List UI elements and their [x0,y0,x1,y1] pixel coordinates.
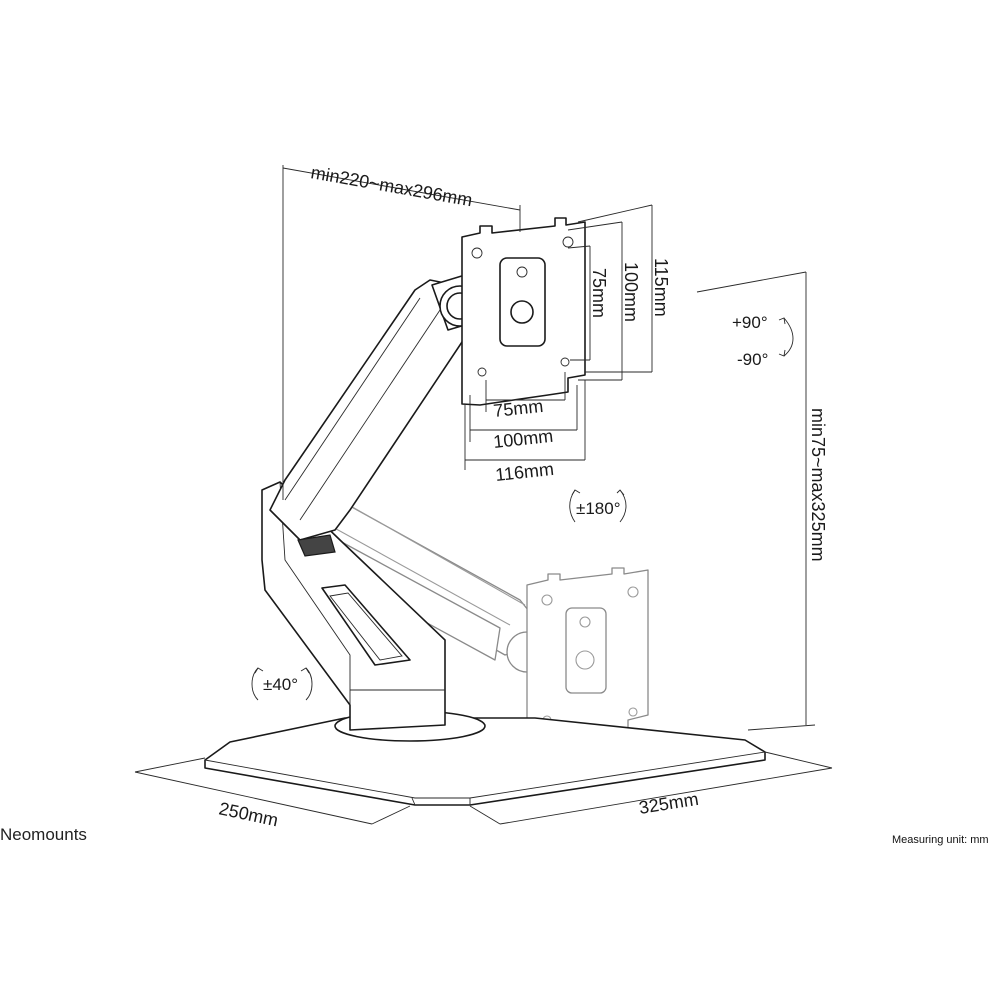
rotation-indicators [251,317,794,701]
vesa-vertical-100-label: 100mm [621,262,641,322]
vesa-horizontal-75-label: 75mm [492,396,544,421]
vesa-mounting-plate [461,217,586,406]
base-swivel-label: ±40° [263,675,298,694]
dimension-lines [134,165,833,825]
tilt-down-label: -90° [737,350,768,369]
height-range-label: min75~max325mm [808,408,828,562]
tilt-up-label: +90° [732,313,768,332]
swivel-label: ±180° [576,499,621,518]
plate-height-label: 115mm [651,258,671,317]
swivel-arc-right-icon [619,489,627,523]
reach-dimension-label: min220~max296mm [309,162,474,210]
base-depth-label: 250mm [217,798,280,830]
tilt-arc-icon [783,317,794,357]
plate-width-label: 116mm [494,459,554,485]
measuring-unit-note: Measuring unit: mm [892,834,989,846]
base-width-label: 325mm [637,789,699,818]
gas-spring-arm [269,274,481,557]
brand-logo: Neomounts [0,825,87,844]
vesa-vertical-75-label: 75mm [589,268,609,318]
